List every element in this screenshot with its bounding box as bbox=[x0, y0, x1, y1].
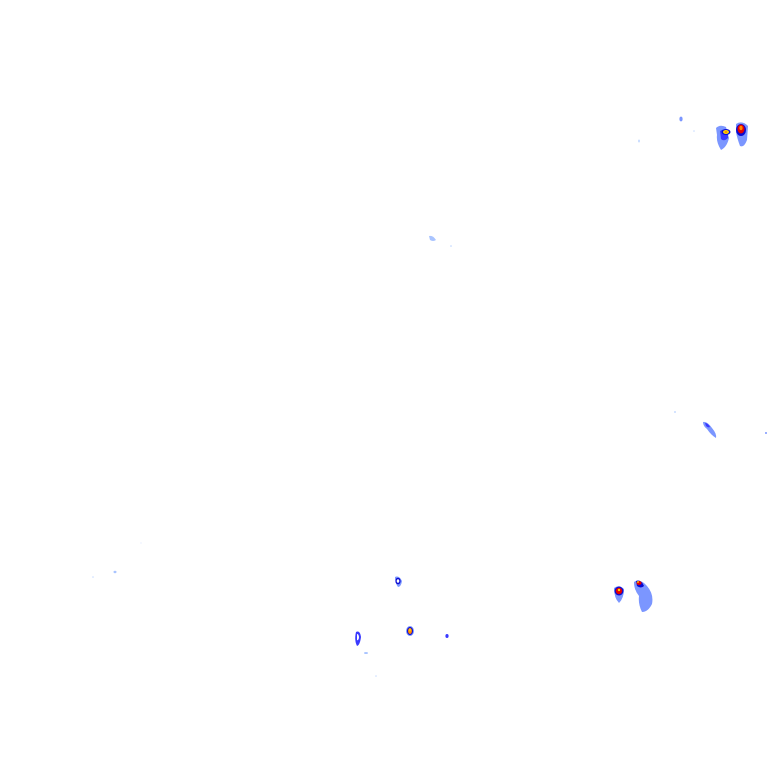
radar-cell-south-central bbox=[355, 576, 449, 677]
radar-cell-southwest-faint bbox=[92, 542, 142, 578]
radar-cell-east-streak bbox=[674, 411, 767, 438]
radar-cell-central-faint bbox=[429, 235, 452, 247]
radar-cell-southeast-pair bbox=[614, 580, 653, 612]
radar-cell-northeast-cluster bbox=[638, 116, 748, 150]
